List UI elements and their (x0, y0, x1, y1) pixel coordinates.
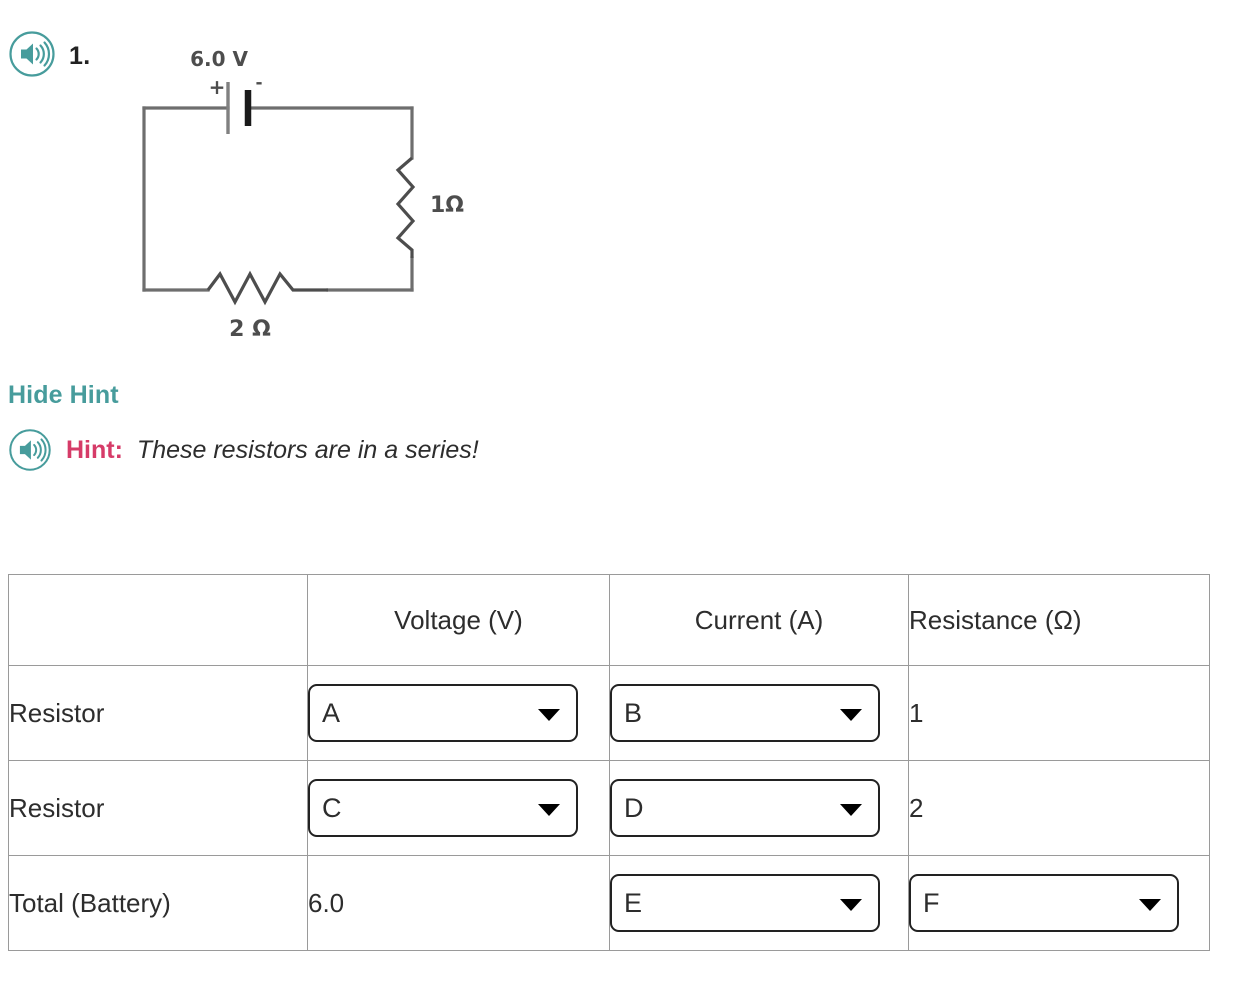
resistor-2-label: 2 Ω (229, 317, 271, 342)
row-label-resistor-1: Resistor (8, 665, 308, 761)
cell-resistance-total: F (908, 855, 1210, 951)
table-row: Resistor A B 1 (8, 665, 1210, 761)
hint-text: These resistors are in a series! (136, 435, 479, 464)
resistor-1-label: 1Ω (430, 193, 464, 218)
voltage-dropdown-a-value: A (322, 697, 341, 728)
chevron-down-icon (538, 709, 560, 721)
row-label-total-battery: Total (Battery) (8, 855, 308, 951)
battery-voltage-label: 6.0 V (190, 47, 248, 71)
table-row: Resistor C D 2 (8, 760, 1210, 856)
speaker-audio-icon[interactable] (8, 30, 56, 78)
hint-label: Hint: (66, 435, 123, 464)
resistance-dropdown-f[interactable]: F (909, 874, 1179, 932)
resistor-1-symbol (395, 156, 416, 258)
chevron-down-icon (840, 709, 862, 721)
circuit-diagram: 6.0 V + - 1Ω 2 Ω (142, 47, 464, 342)
hint-row: Hint: These resistors are in a series! (8, 428, 479, 472)
cell-resistance-resistor-2: 2 (908, 760, 1210, 856)
speaker-audio-icon[interactable] (8, 428, 52, 472)
battery-minus-label: - (255, 73, 262, 93)
header-voltage: Voltage (V) (307, 574, 610, 666)
header-resistance: Resistance (Ω) (908, 574, 1210, 666)
resistor-2-symbol (206, 270, 328, 306)
cell-voltage-resistor-1: A (307, 665, 610, 761)
voltage-dropdown-c[interactable]: C (308, 779, 578, 837)
voltage-dropdown-a[interactable]: A (308, 684, 578, 742)
question-number: 1. (69, 42, 91, 70)
current-dropdown-b-value: B (624, 697, 643, 728)
current-dropdown-d[interactable]: D (610, 779, 880, 837)
table-header-row: Voltage (V) Current (A) Resistance (Ω) (8, 574, 1210, 666)
battery-plus-label: + (209, 75, 226, 99)
voltage-dropdown-c-value: C (322, 792, 342, 823)
cell-resistance-resistor-1: 1 (908, 665, 1210, 761)
current-dropdown-b[interactable]: B (610, 684, 880, 742)
cell-current-resistor-2: D (609, 760, 909, 856)
cell-voltage-total: 6.0 (307, 855, 610, 951)
header-blank (8, 574, 308, 666)
table-row: Total (Battery) 6.0 E F (8, 855, 1210, 951)
header-current: Current (A) (609, 574, 909, 666)
current-dropdown-e[interactable]: E (610, 874, 880, 932)
chevron-down-icon (538, 804, 560, 816)
current-dropdown-d-value: D (624, 792, 644, 823)
chevron-down-icon (1139, 899, 1161, 911)
cell-current-total: E (609, 855, 909, 951)
circuit-values-table: Voltage (V) Current (A) Resistance (Ω) R… (8, 574, 1210, 951)
cell-voltage-resistor-2: C (307, 760, 610, 856)
current-dropdown-e-value: E (624, 887, 643, 918)
chevron-down-icon (840, 899, 862, 911)
chevron-down-icon (840, 804, 862, 816)
row-label-resistor-2: Resistor (8, 760, 308, 856)
resistance-dropdown-f-value: F (923, 887, 940, 918)
hide-hint-toggle[interactable]: Hide Hint (8, 381, 119, 409)
cell-current-resistor-1: B (609, 665, 909, 761)
question-block: 1. 6.0 V + - 1Ω 2 Ω (0, 0, 1246, 360)
